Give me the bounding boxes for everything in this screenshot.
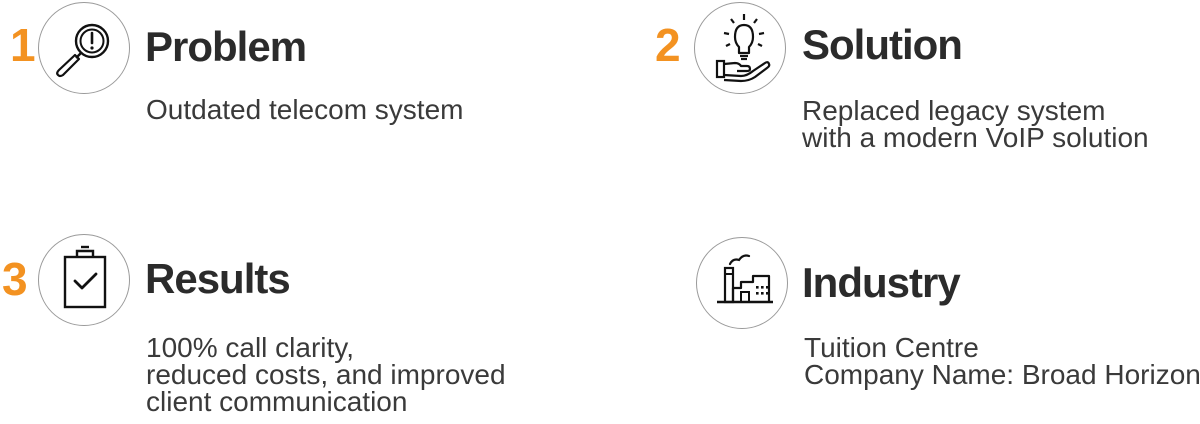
magnifier-alert-icon bbox=[56, 23, 110, 78]
description-line: client communication bbox=[146, 386, 408, 417]
section-description: Replaced legacy system with a modern VoI… bbox=[802, 95, 1149, 153]
clipboard-check-icon bbox=[63, 245, 107, 309]
description-line: Outdated telecom system bbox=[146, 94, 464, 125]
description-line: Company Name: Broad Horizon bbox=[804, 359, 1200, 390]
description-line: with a modern VoIP solution bbox=[802, 122, 1149, 153]
step-number: 1 bbox=[10, 19, 36, 71]
circle-badge bbox=[696, 237, 788, 329]
section-description: 100% call clarity, reduced costs, and im… bbox=[146, 332, 506, 417]
section-description: Outdated telecom system bbox=[146, 94, 464, 125]
circle-badge bbox=[38, 2, 130, 94]
description-line: 100% call clarity, bbox=[146, 332, 355, 363]
description-line: Replaced legacy system bbox=[802, 95, 1106, 126]
section-title: Solution bbox=[802, 21, 963, 68]
step-number: 3 bbox=[2, 253, 28, 305]
description-line: reduced costs, and improved bbox=[146, 359, 506, 390]
section-title: Industry bbox=[802, 259, 961, 306]
lightbulb-hand-icon bbox=[715, 14, 771, 83]
section-title: Results bbox=[145, 255, 291, 302]
circle-badge bbox=[38, 234, 130, 326]
description-line: Tuition Centre bbox=[804, 332, 979, 363]
step-number: 2 bbox=[655, 19, 681, 71]
section-title: Problem bbox=[145, 23, 307, 70]
section-description: Tuition Centre Company Name: Broad Horiz… bbox=[804, 332, 1200, 390]
circle-badge bbox=[694, 2, 786, 94]
factory-icon bbox=[717, 254, 773, 304]
